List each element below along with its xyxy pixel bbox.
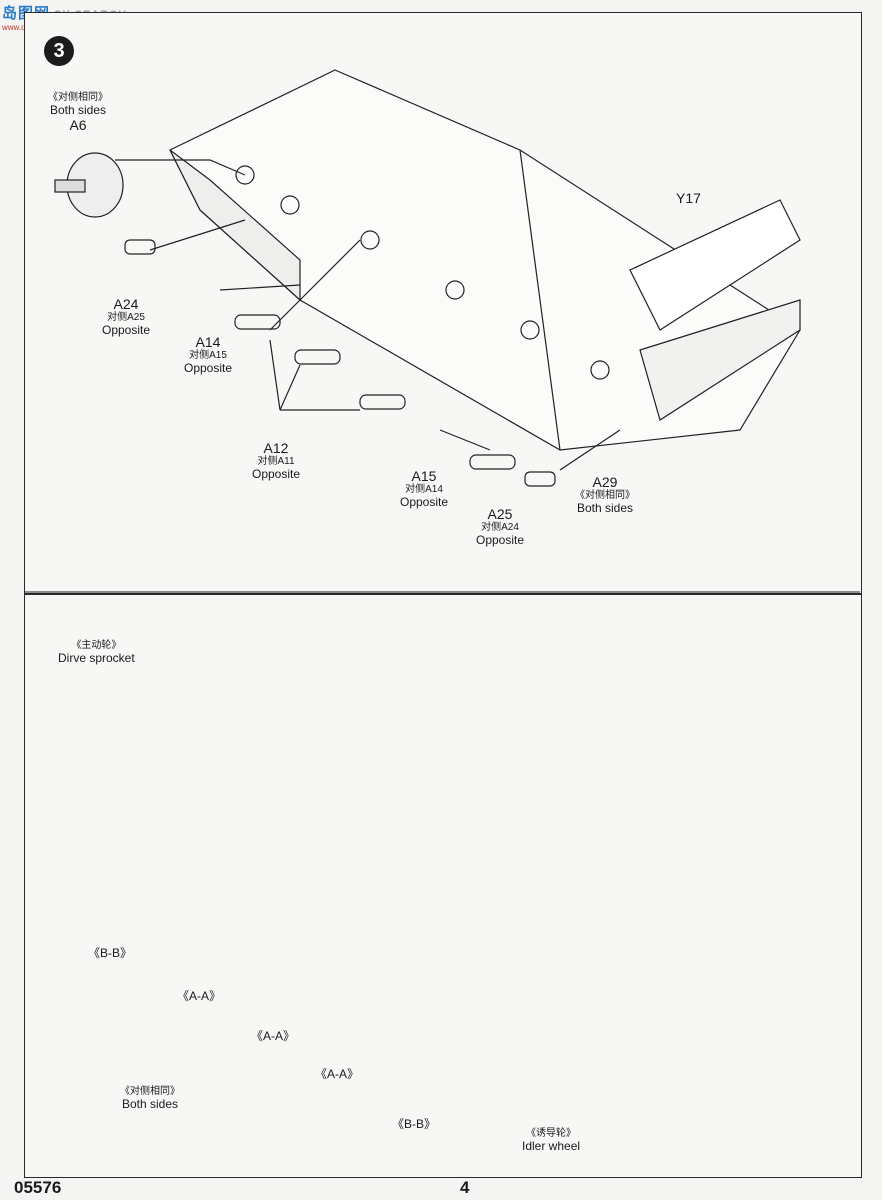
step-number-badge: 3 <box>44 36 74 66</box>
label-a29: A29 《对侧相同》 Both sides <box>575 474 635 515</box>
label-idler-wheel: 《诱导轮》 Idler wheel <box>522 1128 581 1153</box>
label-a6: 《对侧相同》 Both sides A6 <box>48 92 108 134</box>
label-aa-2: 《A-A》 <box>251 1029 296 1043</box>
label-both-sides: 《对侧相同》 Both sides <box>120 1086 180 1111</box>
label-aa-3: 《A-A》 <box>315 1067 360 1081</box>
label-bb-left: 《B-B》 <box>88 946 133 960</box>
top-hull-drawing <box>54 69 801 487</box>
label-drive-sprocket: 《主动轮》 Dirve sprocket <box>58 640 135 665</box>
label-a12: A12 对侧A11 Opposite <box>252 440 301 481</box>
page-number: 4 <box>460 1178 470 1197</box>
label-a15: A15 对侧A14 Opposite <box>400 468 449 509</box>
label-a14: A14 对侧A15 Opposite <box>184 334 233 375</box>
label-a25: A25 对侧A24 Opposite <box>476 506 525 547</box>
label-y17: Y17 <box>676 190 701 206</box>
product-code: 05576 <box>14 1178 62 1197</box>
label-aa-1: 《A-A》 <box>177 989 222 1003</box>
bottom-instruction-panel <box>24 594 862 1178</box>
label-bb-right: 《B-B》 <box>392 1117 437 1131</box>
label-a24: A24 对侧A25 Opposite <box>102 296 151 337</box>
